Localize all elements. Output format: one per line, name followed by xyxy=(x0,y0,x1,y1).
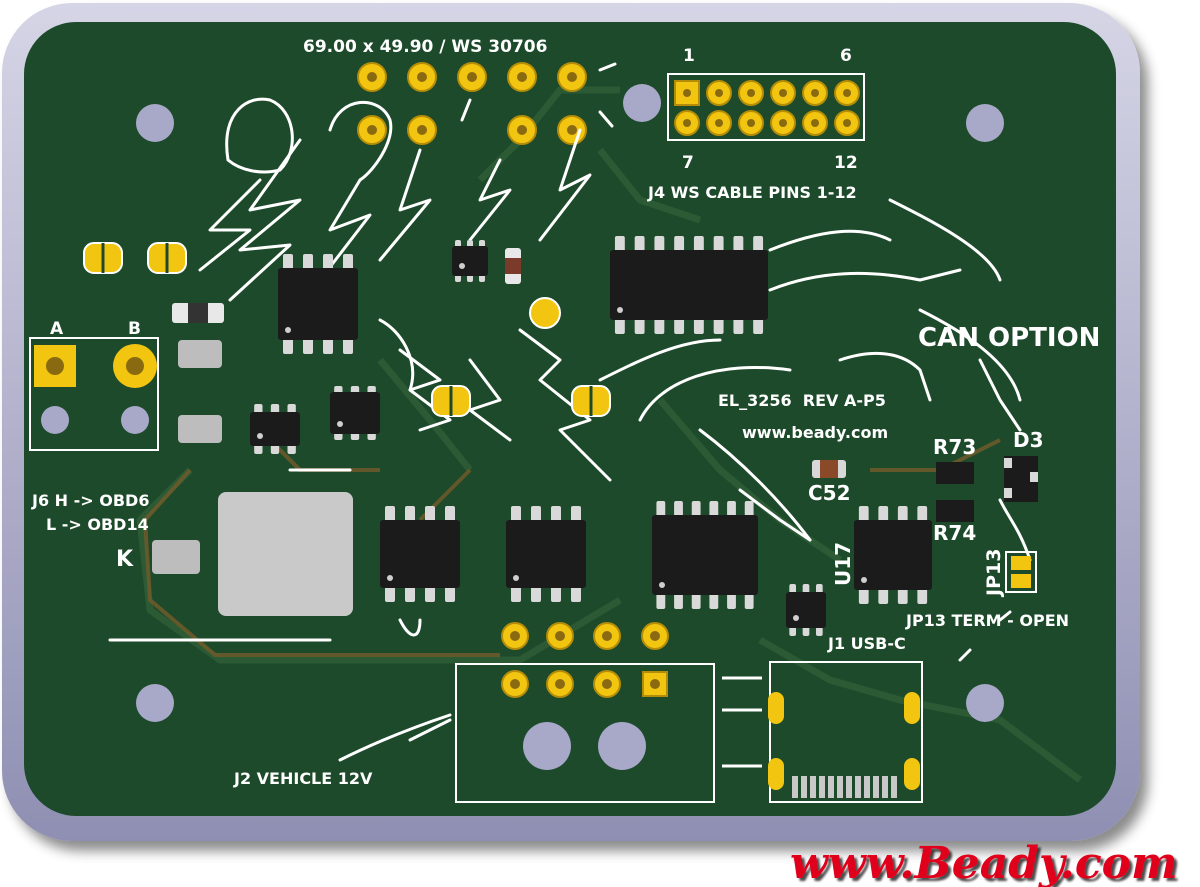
power-pad xyxy=(218,492,353,616)
ic-u-j4 xyxy=(610,236,768,334)
silkscreen-artwork xyxy=(108,62,1032,762)
board-substrate xyxy=(24,22,1116,816)
mounting-hole xyxy=(966,684,1004,722)
brand-watermark: www.Beady.com xyxy=(790,838,1178,887)
pin-6-label: 6 xyxy=(840,46,852,66)
pin-a-label: A xyxy=(50,319,64,339)
j6-line-2: L -> OBD14 xyxy=(46,515,149,534)
silkscreen-text: 69.00 x 49.90 / WS 30706 1 6 7 12 J4 WS … xyxy=(31,37,1100,788)
jp13-description: JP13 TERM - OPEN xyxy=(905,611,1069,630)
revision-label: EL_3256 REV A-P5 xyxy=(718,391,886,410)
ic-u-bottom-3 xyxy=(652,501,758,609)
j4-label: J4 WS CABLE PINS 1-12 xyxy=(647,183,857,202)
k-label: K xyxy=(116,547,134,572)
j2-connector xyxy=(455,663,762,803)
pin-12-label: 12 xyxy=(834,153,858,173)
passives xyxy=(152,248,1038,593)
d3-label: D3 xyxy=(1013,428,1044,452)
pin-7-label: 7 xyxy=(682,153,694,173)
j2-label: J2 VEHICLE 12V xyxy=(233,769,373,788)
ic-small-3 xyxy=(786,584,826,636)
top-pad-array xyxy=(357,62,587,145)
mounting-hole xyxy=(623,84,661,122)
bottom-pad-array xyxy=(501,622,669,698)
smd-pad-pairs xyxy=(83,242,611,417)
ic-small-1 xyxy=(250,404,300,454)
ic-u17 xyxy=(854,506,932,604)
r74-label: R74 xyxy=(933,521,976,545)
j1-usb-c xyxy=(768,661,923,803)
ic-small-2 xyxy=(330,386,380,440)
ic-small-4 xyxy=(452,240,488,282)
board-dimensions-label: 69.00 x 49.90 / WS 30706 xyxy=(303,37,547,57)
can-option-label: CAN OPTION xyxy=(918,323,1100,353)
website-label: www.beady.com xyxy=(742,423,888,442)
j1-label: J1 USB-C xyxy=(827,634,906,653)
mounting-hole xyxy=(966,104,1004,142)
r73-label: R73 xyxy=(933,435,976,459)
ic-layer xyxy=(250,236,932,636)
ic-u-bottom-2 xyxy=(506,506,586,602)
jp13-label: JP13 xyxy=(983,549,1005,598)
ic-u-left-top xyxy=(278,254,358,354)
j4-header xyxy=(667,73,865,141)
mounting-holes xyxy=(136,84,1004,722)
ic-u-bottom-1 xyxy=(380,506,460,602)
j6-line-1: J6 H -> OBD6 xyxy=(31,491,149,510)
u17-label: U17 xyxy=(831,542,855,586)
ab-connector xyxy=(29,337,159,451)
mounting-hole xyxy=(136,684,174,722)
mounting-hole xyxy=(136,104,174,142)
pin-1-label: 1 xyxy=(683,46,695,66)
c52-label: C52 xyxy=(808,481,851,505)
pin-b-label: B xyxy=(128,319,141,339)
